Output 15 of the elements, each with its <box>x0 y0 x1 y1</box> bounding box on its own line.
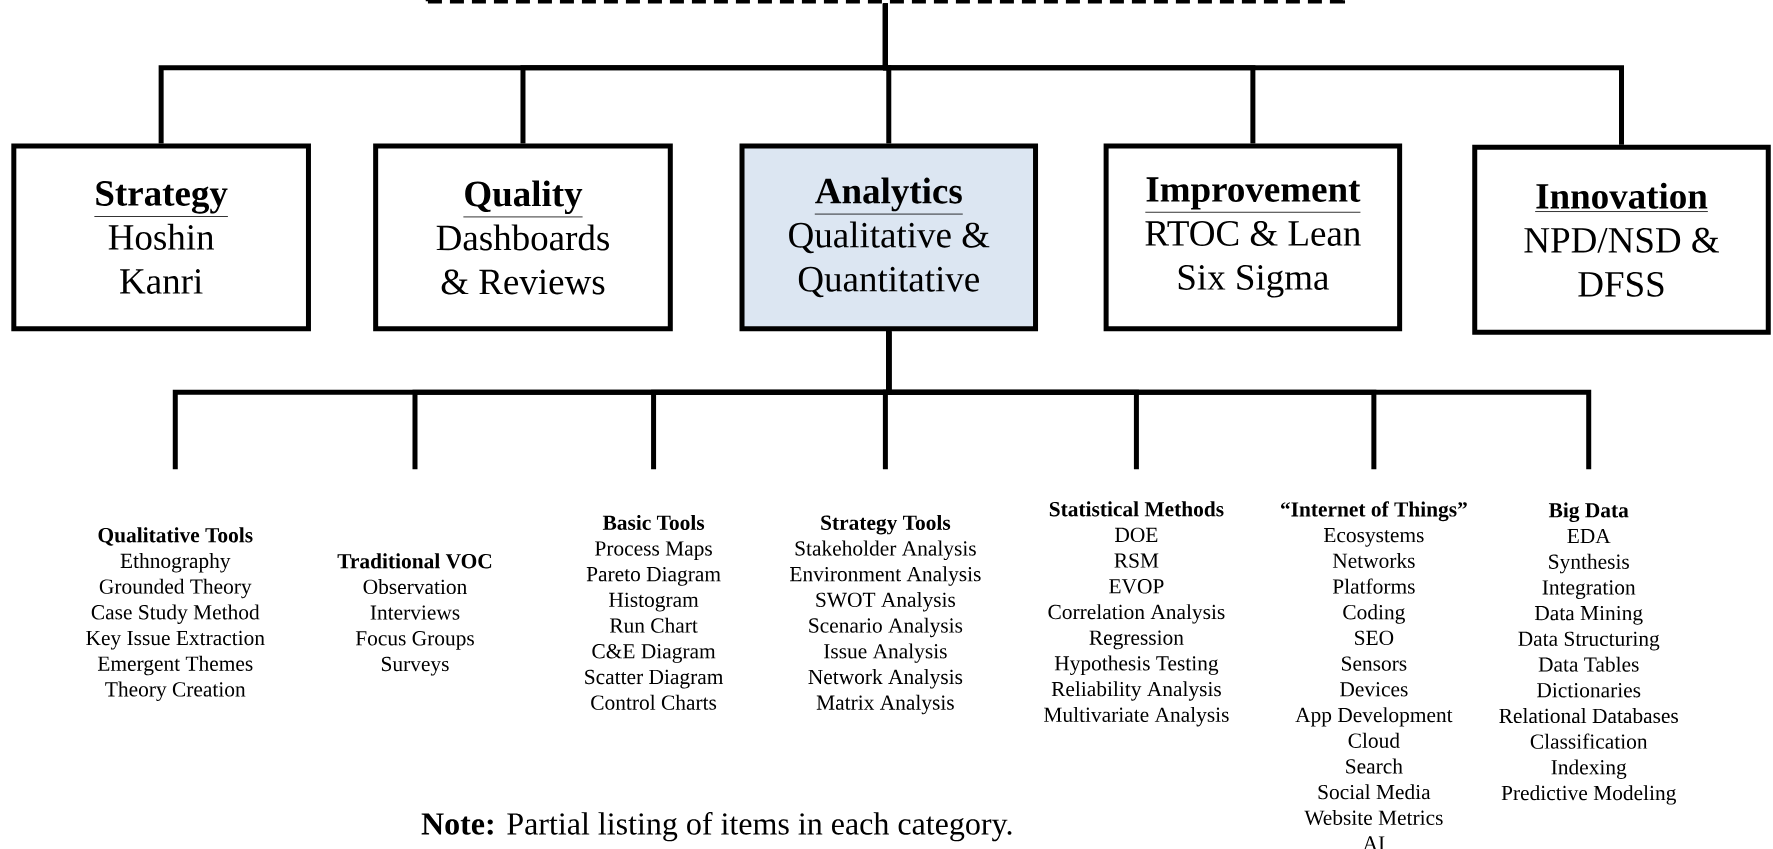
tool-list: Basic Tools Process Maps Pareto Diagram Histogram Run Chart C&E Diagram Scatter Diagram Control Charts <box>585 514 724 710</box>
tool-list: Qualitative Tools Ethnography Grounded Theory Case Study Method Key Issue Extraction Emergent Themes Theory Creation <box>86 527 265 701</box>
category-box: Analytics Qualitative & Quantitative <box>739 143 1039 332</box>
tool-list: Big Data EDA Synthesis Integration Data Mining Data Structuring Data Tables Dictionaries Relational Databases Classification Indexing Predictive Modeling <box>1499 502 1678 805</box>
note: Note: Partial listing of items in each category. <box>421 811 1012 842</box>
category-box: Innovation NPD/NSD & DFSS <box>1472 144 1771 335</box>
category-box: Improvement RTOC & Lean Six Sigma <box>1103 143 1403 332</box>
tool-list: Statistical Methods DOE RSM EVOP Correlation Analysis Regression Hypothesis Testing Reliability Analysis Multivariate Analysis <box>1044 501 1229 727</box>
category-box: Strategy Hoshin Kanri <box>11 143 311 332</box>
category-box: Quality Dashboards & Reviews <box>373 143 673 332</box>
connector-line <box>886 331 1592 470</box>
tool-list: Strategy Tools Stakeholder Analysis Environment Analysis SWOT Analysis Scenario Analysis Issue Analysis Network Analysis Matrix Analysis <box>790 514 981 715</box>
dashed-box <box>425 0 1346 4</box>
tool-list: Traditional VOC Observation Interviews Focus Groups Surveys <box>337 553 492 676</box>
connector-line <box>882 3 1624 145</box>
